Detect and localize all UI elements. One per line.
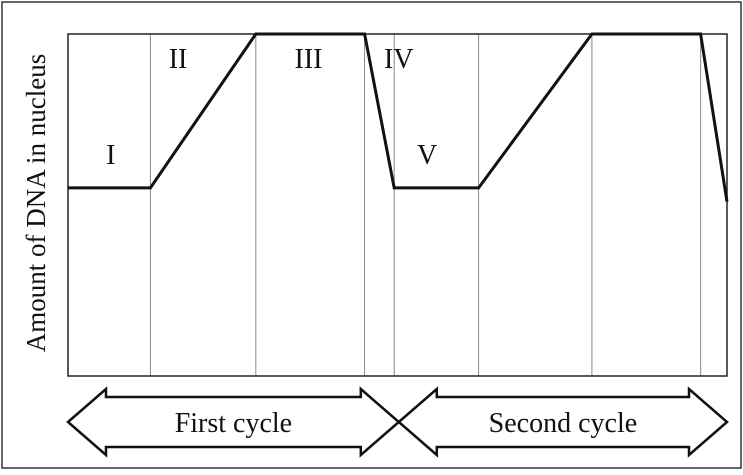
cycle-arrow-label-2: Second cycle bbox=[489, 408, 638, 439]
phase-label-5: V bbox=[417, 140, 437, 171]
y-axis-label: Amount of DNA in nucleus bbox=[21, 54, 51, 352]
grid-layer bbox=[149, 34, 702, 376]
dna-amount-line-1 bbox=[68, 32, 729, 202]
cycle-arrow-layer: First cycle Second cycle bbox=[66, 386, 729, 458]
phase-label-4: IV bbox=[384, 44, 414, 75]
series-layer bbox=[68, 32, 729, 202]
phase-label-3: III bbox=[295, 44, 323, 75]
phase-label-2: II bbox=[169, 44, 188, 75]
phase-label-1: I bbox=[106, 140, 115, 171]
plot-area-border bbox=[67, 33, 728, 377]
cycle-arrow-label-1: First cycle bbox=[175, 408, 292, 439]
cycle-arrow-2 bbox=[396, 386, 729, 458]
